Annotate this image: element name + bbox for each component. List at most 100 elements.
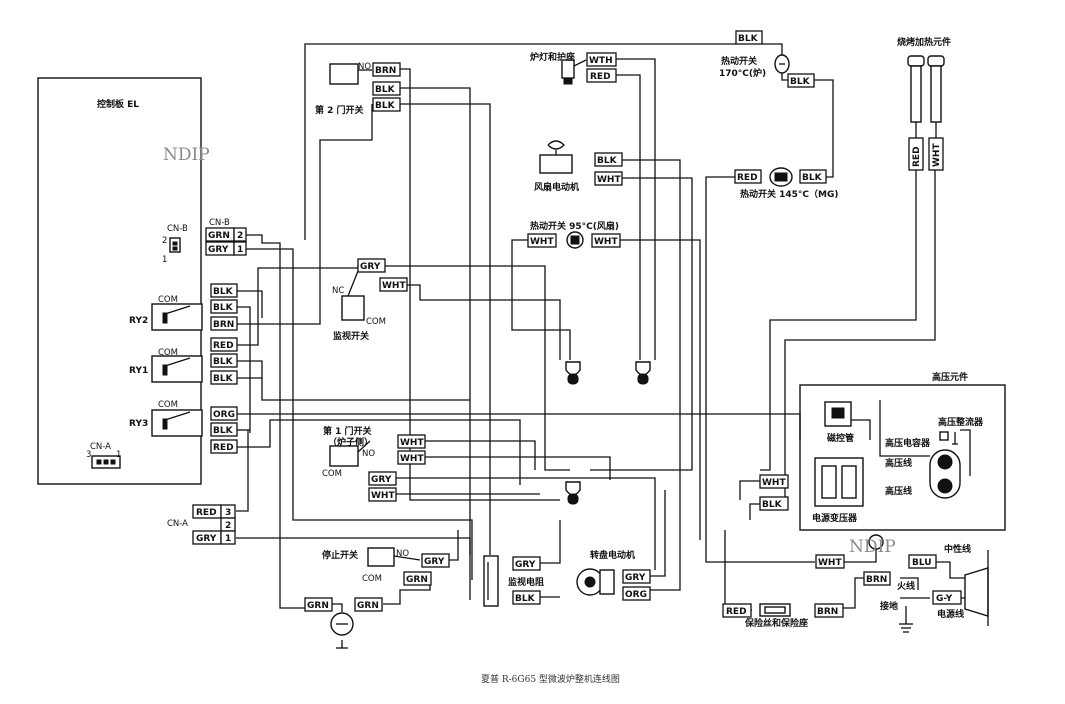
label-monitor-switch: 监视开关 — [333, 330, 369, 342]
label-ry1-com: COM — [158, 348, 178, 358]
tag-ds2-blk2: BLK — [375, 101, 396, 111]
label-ry3-com: COM — [158, 400, 178, 410]
label-ms-nc: NC — [332, 286, 344, 296]
label-live: 火线 — [897, 580, 915, 592]
socket-b-icon — [635, 361, 651, 385]
tag-lamp-wth: WTH — [589, 56, 613, 66]
tag-ry3-blk: BLK — [213, 426, 234, 436]
tag-cna-1n: 1 — [225, 534, 231, 544]
tag-fuse-brn: BRN — [817, 607, 838, 617]
label-cn-b-conn: CN-B — [209, 218, 230, 228]
label-hv-wire-1: 高压线 — [885, 457, 912, 469]
tag-cnb-2n: 2 — [237, 231, 243, 241]
watermark-2: NDIP — [849, 537, 896, 557]
fuse-icon — [759, 603, 791, 617]
tag-cnb-1n: 1 — [237, 245, 243, 255]
tag-oven-blk: BLK — [790, 77, 811, 87]
turntable-motor-icon — [576, 568, 615, 596]
tag-ds1-wht2: WHT — [400, 454, 424, 464]
labels: 控制板 EL CN-B 2 1 CN-B CN-A 3 1 CN-A RY2 R… — [86, 36, 984, 629]
tag-fuse-red: RED — [726, 607, 747, 617]
tag-mr-blk: BLK — [515, 594, 536, 604]
label-cn-a-pin1: 1 — [116, 450, 121, 460]
tag-ss-gry: GRY — [424, 557, 445, 567]
label-cn-a-conn: CN-A — [167, 519, 188, 529]
label-thermo-fan: 热动开关 95°C(风扇) — [530, 220, 619, 232]
tag-cnb-2: GRN — [208, 231, 230, 241]
lamp-icon — [561, 59, 587, 85]
label-stop-switch: 停止开关 — [322, 549, 358, 561]
tag-heater-red: RED — [912, 146, 922, 167]
fan-motor-icon — [539, 140, 573, 174]
tag-ry3-red: RED — [213, 443, 234, 453]
relay-ry1-icon — [151, 355, 203, 383]
label-cn-b-pin1: 1 — [162, 255, 167, 265]
tag-cna-3: RED — [196, 508, 217, 518]
tag-n-blu: BLU — [912, 558, 932, 568]
label-magnetron: 磁控管 — [827, 432, 854, 444]
relay-ry3-icon — [151, 409, 203, 437]
hv-rectifier-icon — [939, 431, 958, 445]
label-monitor-resistor: 监视电阻 — [508, 576, 544, 588]
transformer-icon — [814, 457, 864, 507]
label-cn-b-small: CN-B — [167, 224, 188, 234]
door-switch-2-icon — [329, 63, 372, 85]
tag-cna-2n: 2 — [225, 521, 231, 531]
tag-cnb-1: GRY — [208, 245, 229, 255]
thermo-mg-icon — [769, 167, 793, 187]
monitor-switch-icon — [341, 265, 365, 321]
tag-ry3-org: ORG — [213, 410, 235, 420]
tag-tf-wht1: WHT — [530, 237, 554, 247]
label-ms-com: COM — [366, 317, 386, 327]
tag-fan-wht: WHT — [597, 175, 621, 185]
label-lamp-socket: 炉灯和护座 — [530, 51, 575, 63]
label-ry2: RY2 — [129, 316, 148, 326]
thermo-fan-icon — [566, 231, 584, 249]
tag-gy: G-Y — [936, 594, 953, 604]
label-turntable-motor: 转盘电动机 — [590, 549, 635, 561]
socket-c-icon — [565, 481, 581, 505]
wire-network — [234, 43, 971, 649]
tag-ds2-blk1: BLK — [375, 85, 396, 95]
tag-ds1-gry: GRY — [371, 475, 392, 485]
label-ground: 接地 — [880, 600, 898, 612]
label-ds2-no: NO — [358, 62, 371, 72]
tag-ds1-wht3: WHT — [371, 491, 395, 501]
heater-element-icon — [907, 55, 945, 138]
tag-gnd-grn1: GRN — [307, 601, 329, 611]
label-neutral: 中性线 — [944, 543, 971, 555]
label-ds1-no: NO — [362, 449, 375, 459]
tag-tt-org: ORG — [625, 590, 647, 600]
label-hv-capacitor: 高压电容器 — [885, 437, 931, 449]
tag-ry1-blk2: BLK — [213, 374, 234, 384]
stop-switch-icon — [367, 547, 421, 567]
label-ry2-com: COM — [158, 295, 178, 305]
label-thermo-mg: 热动开关 145°C（MG) — [740, 188, 838, 200]
tag-tf-wht2: WHT — [594, 237, 618, 247]
tag-ds1-wht1: WHT — [400, 438, 424, 448]
control-board-frame — [37, 77, 202, 485]
label-cn-b-pin2: 2 — [162, 236, 167, 246]
label-power-cord: 电源线 — [937, 608, 964, 620]
thermo-oven-icon — [774, 54, 790, 74]
label-control-board: 控制板 EL — [97, 98, 139, 110]
tag-ry2-blk1: BLK — [213, 287, 234, 297]
diagram-caption: 夏普 R-6G65 型微波炉整机连线图 — [481, 673, 620, 685]
tag-ds2-brn: BRN — [375, 66, 396, 76]
tag-mr-gry: GRY — [515, 560, 536, 570]
label-cn-a-pin3: 3 — [86, 450, 91, 460]
label-fuse-holder: 保险丝和保险座 — [744, 617, 808, 629]
label-thermo-oven-a: 热动开关 — [721, 55, 757, 67]
tag-tr-blk: BLK — [762, 500, 783, 510]
label-ds1-com: COM — [322, 469, 342, 479]
door-switch-1-icon — [329, 440, 371, 467]
hv-parts-frame — [799, 384, 1006, 531]
label-cn-a-small: CN-A — [90, 442, 111, 452]
tag-mg-blk: BLK — [802, 173, 823, 183]
tag-heater-wht: WHT — [932, 143, 942, 167]
ground-lamp-icon — [330, 612, 354, 636]
label-door-switch-1-a: 第 1 门开关 — [323, 425, 372, 437]
label-door-switch-1-b: （炉子侧） — [328, 436, 373, 448]
cn-a-connector-icon — [91, 455, 121, 469]
